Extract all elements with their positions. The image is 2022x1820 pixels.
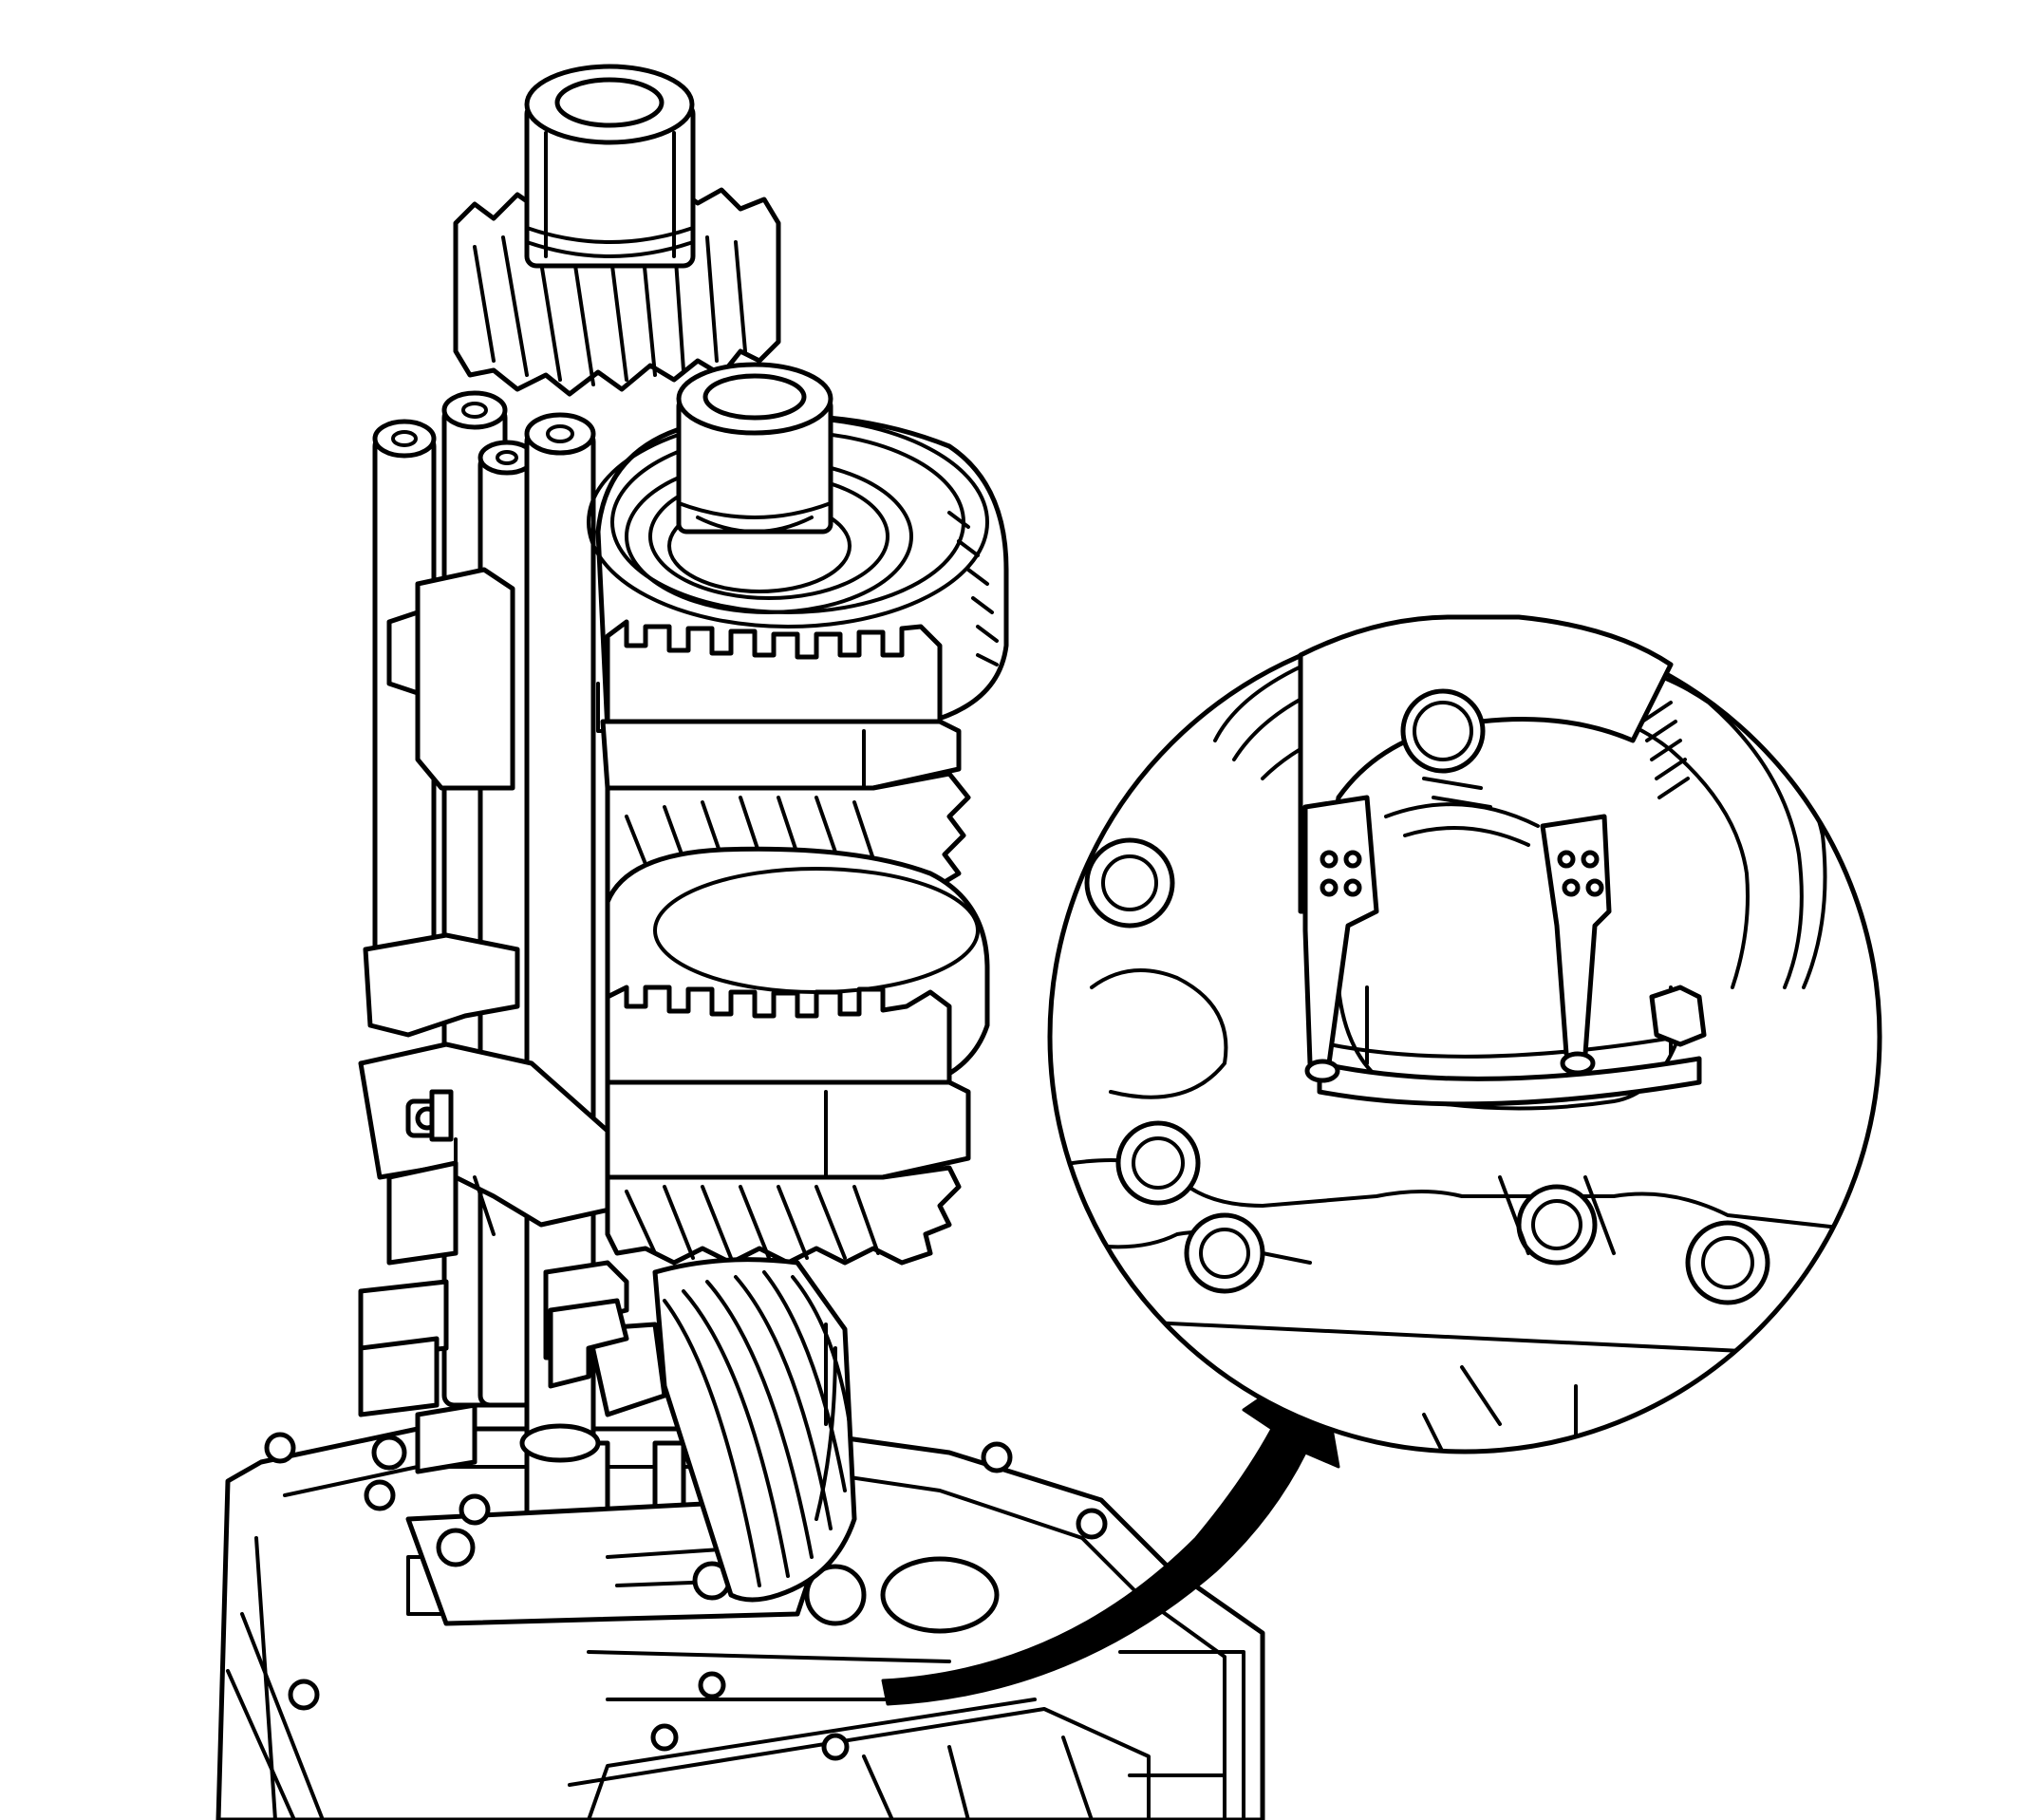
case-bolt-hole xyxy=(821,1733,850,1761)
shift-fork-pivot-bolt xyxy=(405,1089,454,1142)
detail-bolt-hole xyxy=(1199,1228,1250,1279)
fork-bolt-hole xyxy=(459,1493,491,1526)
detail-bolt-hole xyxy=(1101,854,1158,911)
case-bolt-hole xyxy=(650,1723,679,1752)
countershaft-helical-gear xyxy=(652,1257,857,1603)
detail-bolt-hole xyxy=(1685,1220,1770,1305)
case-bolt-hole xyxy=(264,1432,296,1464)
case-bolt-hole xyxy=(981,1441,1013,1473)
case-bolt-hole xyxy=(1076,1508,1108,1540)
case-bolt-hole xyxy=(288,1679,320,1711)
fork-bolt-hole xyxy=(436,1528,476,1567)
detail-bolt-hole xyxy=(1132,1136,1185,1190)
countershaft-gear xyxy=(453,64,781,397)
detail-bolt-hole xyxy=(1184,1212,1265,1294)
fork-bolt-hole xyxy=(371,1435,407,1471)
detail-magnifier xyxy=(1047,614,1882,1454)
case-bolt-hole xyxy=(364,1479,396,1511)
case-bearing-bore xyxy=(880,1556,1000,1634)
snap-ring-pliers-icon xyxy=(1298,614,1674,1083)
synchronizer-gear-stack xyxy=(600,719,990,1266)
detail-bolt-hole xyxy=(1084,837,1175,929)
detail-bolt-hole xyxy=(1701,1236,1754,1289)
shift-forks xyxy=(358,567,819,1626)
case-bolt-hole xyxy=(804,1564,867,1626)
case-bolt-hole xyxy=(698,1671,726,1699)
detail-bolt-hole xyxy=(1531,1199,1582,1250)
detail-bolt-hole xyxy=(1516,1184,1598,1266)
synchronizer-gear-stack xyxy=(587,362,1009,734)
detail-bolt-hole xyxy=(1115,1120,1201,1206)
